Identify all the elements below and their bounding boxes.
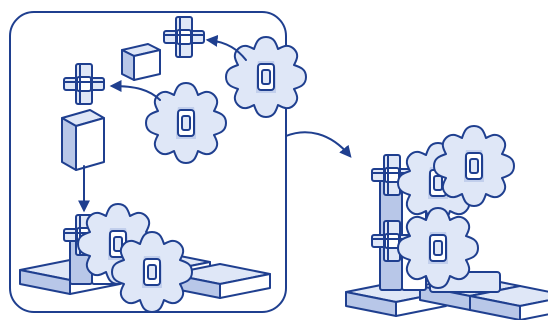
gear-icon bbox=[397, 207, 479, 289]
arrow-icon bbox=[205, 34, 247, 61]
cube-icon bbox=[121, 43, 161, 81]
cube-icon bbox=[61, 109, 105, 171]
right-panel-result bbox=[345, 125, 548, 320]
gear-icon bbox=[145, 82, 227, 164]
arrow-icon bbox=[109, 80, 161, 101]
cross-connector-icon bbox=[163, 16, 205, 58]
arrow-icon bbox=[285, 131, 352, 158]
gear-icon bbox=[225, 36, 307, 118]
left-panel-assembly bbox=[19, 16, 307, 313]
gear-icon bbox=[433, 125, 515, 207]
cross-connector-icon bbox=[63, 63, 105, 105]
assembled-post bbox=[63, 203, 193, 313]
gear-icon bbox=[111, 231, 193, 313]
